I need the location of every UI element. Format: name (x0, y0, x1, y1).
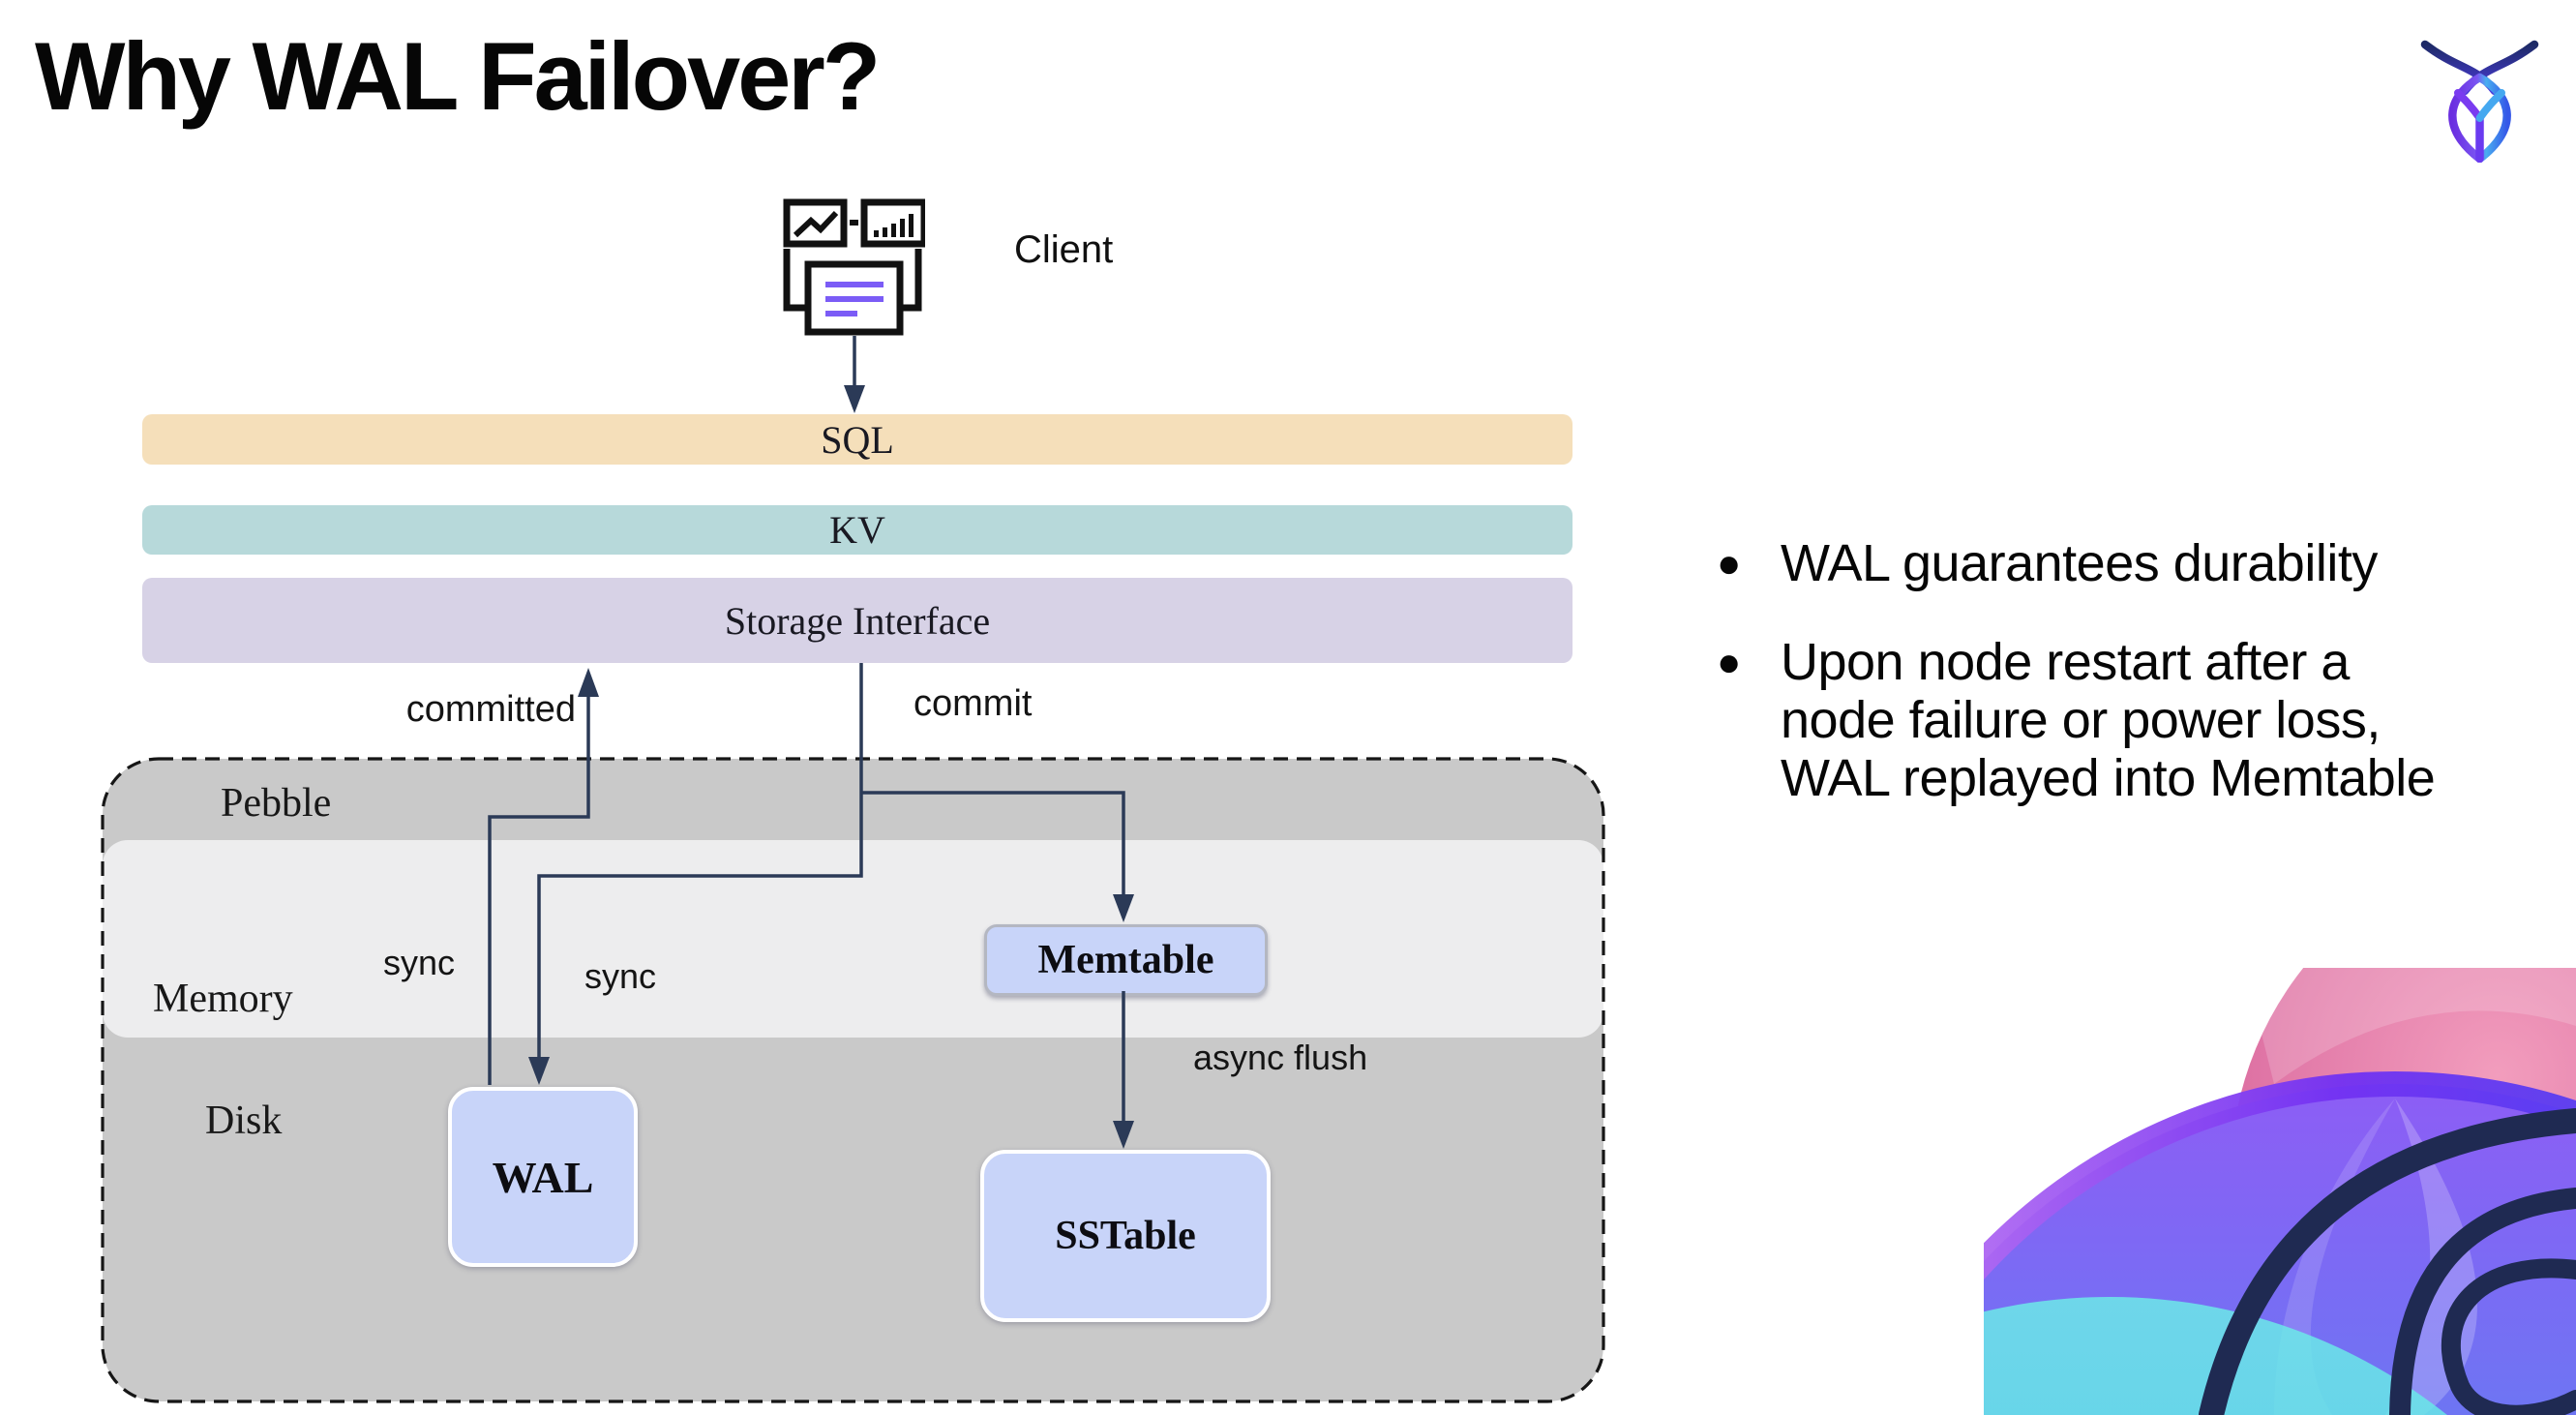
pebble-label: Pebble (221, 781, 332, 826)
list-item: ● WAL guarantees durability (1690, 534, 2522, 592)
edge-label-sync-left: sync (383, 943, 456, 982)
bullet-text: Upon node restart after a node failure o… (1781, 633, 2436, 807)
document-lines (825, 282, 884, 316)
client-icon (783, 198, 925, 336)
layer-bar-storage-label: Storage Interface (724, 598, 991, 643)
memtable-node-label: Memtable (1037, 938, 1214, 982)
bullet-text: WAL guarantees durability (1781, 534, 2378, 592)
page-title: Why WAL Failover? (35, 22, 881, 130)
bullet-icon: ● (1717, 540, 1742, 586)
client-label: Client (1014, 228, 1114, 271)
edge-label-commit: commit (914, 683, 1033, 724)
layer-bar-storage: Storage Interface (142, 578, 1573, 663)
sstable-node-label: SSTable (1055, 1214, 1196, 1258)
memory-label: Memory (153, 977, 293, 1021)
edge-label-sync-right: sync (584, 956, 657, 996)
bullet-list: ● WAL guarantees durability ● Upon node … (1690, 534, 2522, 848)
list-item: ● Upon node restart after a node failure… (1690, 633, 2522, 807)
layer-bar-sql-label: SQL (821, 417, 894, 462)
line-chart-icon (793, 210, 839, 238)
layer-bar-kv: KV (142, 505, 1573, 555)
edge-label-async-flush: async flush (1193, 1038, 1368, 1077)
sstable-node: SSTable (980, 1150, 1271, 1322)
cockroachdb-logo-icon (2420, 40, 2539, 163)
cockroachdb-brand-art (1984, 968, 2576, 1415)
wal-node: WAL (448, 1087, 638, 1267)
memory-region (103, 840, 1603, 1038)
bar-chart-icon (874, 214, 914, 237)
disk-label: Disk (205, 1099, 283, 1143)
layer-bar-sql: SQL (142, 414, 1573, 465)
layer-bar-kv-label: KV (829, 508, 885, 552)
bullet-icon: ● (1717, 639, 1742, 684)
memtable-node: Memtable (984, 924, 1268, 996)
edge-label-committed: committed (405, 689, 576, 730)
wal-node-label: WAL (492, 1152, 594, 1202)
